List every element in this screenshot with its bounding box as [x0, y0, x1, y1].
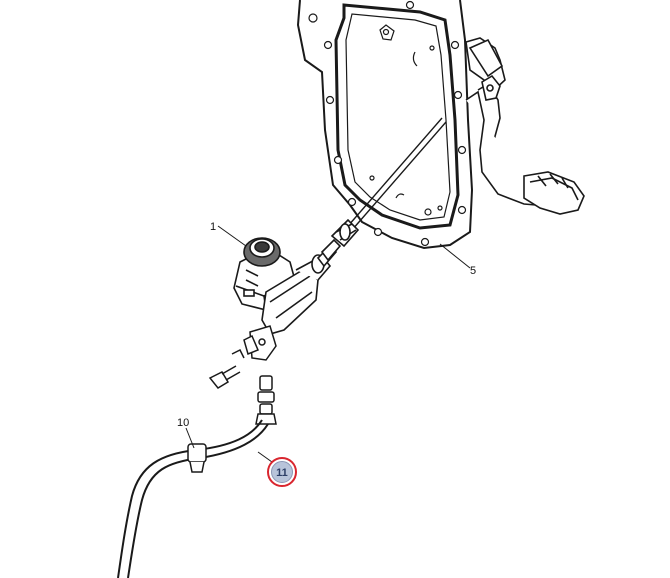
- callout-10: 10: [177, 417, 189, 429]
- mounting-bracket: [208, 325, 277, 389]
- callout-5: 5: [470, 265, 476, 277]
- leader-lines: [185, 225, 471, 463]
- clutch-pedal-assembly: [465, 37, 585, 215]
- hose-clip: [187, 443, 207, 473]
- callout-11-highlight[interactable]: 11: [267, 457, 297, 487]
- callout-11: 11: [276, 467, 288, 479]
- callout-1: 1: [210, 221, 216, 233]
- clutch-master-cylinder: [261, 218, 360, 335]
- quick-connect-fitting: [255, 375, 277, 425]
- dash-panel: [296, 0, 474, 250]
- hydraulic-hose: [117, 419, 269, 578]
- pushrod: [347, 117, 447, 231]
